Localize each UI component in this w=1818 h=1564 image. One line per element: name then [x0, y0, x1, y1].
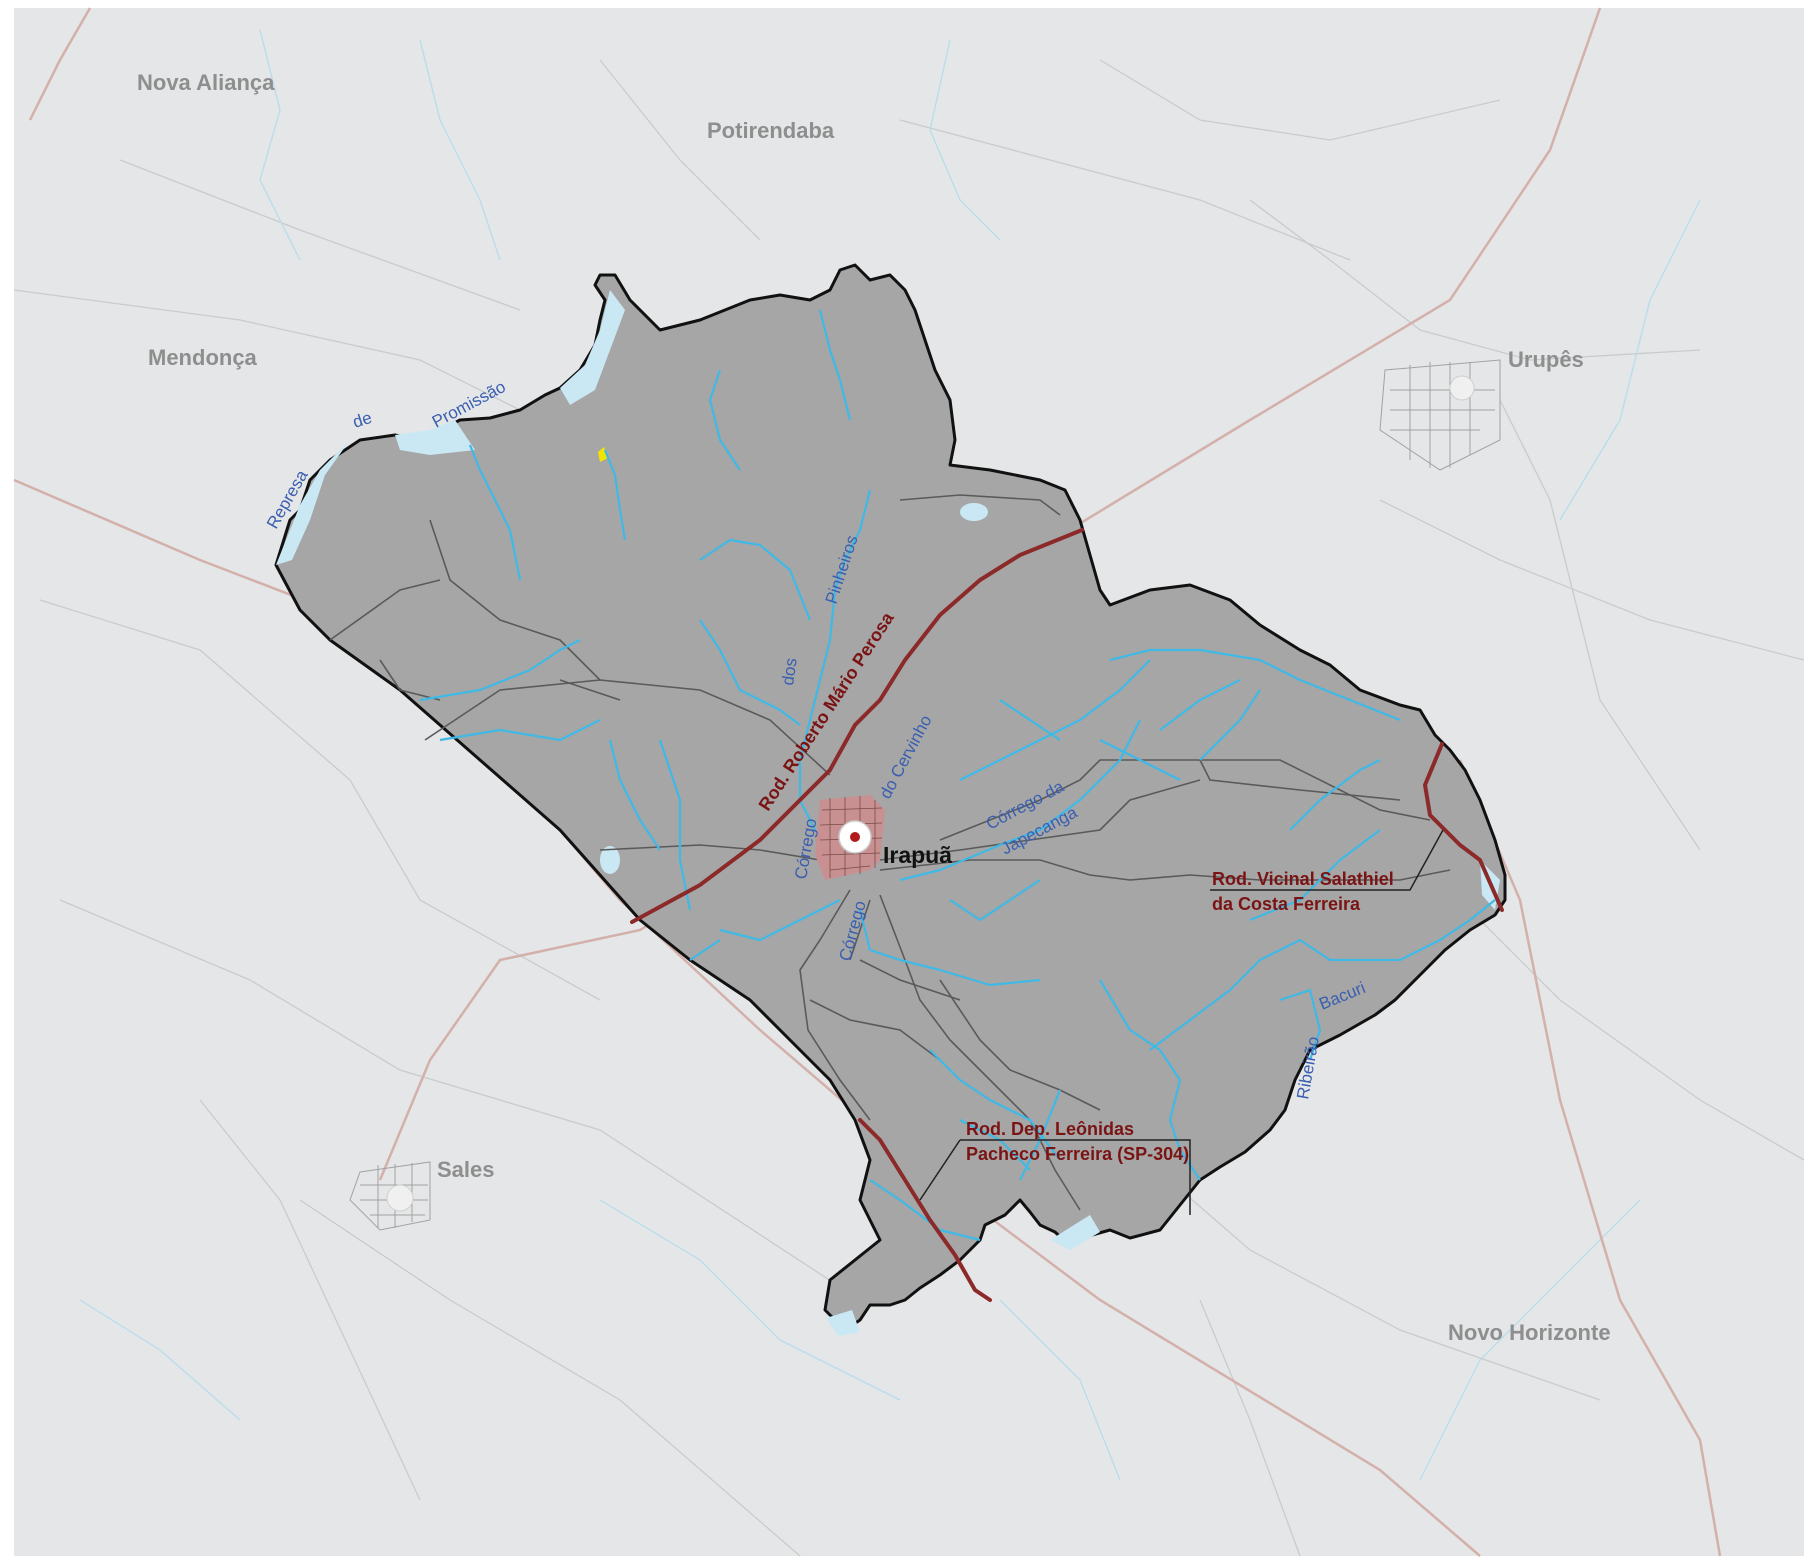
label-town-novo-horizonte: Novo Horizonte: [1448, 1320, 1611, 1345]
label-water-dos: dos: [778, 657, 801, 687]
label-town-nova-alianca: Nova Aliança: [137, 70, 275, 95]
label-road-leonidas-line1: Rod. Dep. Leônidas: [966, 1119, 1134, 1139]
highway-east: [1422, 742, 1504, 912]
label-town-potirendaba: Potirendaba: [707, 118, 835, 143]
urban-area-sales: [349, 1161, 431, 1231]
highways: [630, 528, 1504, 1302]
local-roads: [329, 494, 1451, 1211]
road-label-leaders: [919, 829, 1444, 1215]
urban-area-urupes: [1379, 359, 1501, 471]
label-road-leonidas-line2: Pacheco Ferreira (SP-304): [966, 1144, 1189, 1164]
label-city-irapua: Irapuã: [883, 842, 952, 868]
small-yellow-feature: [598, 447, 608, 462]
label-town-urupes: Urupês: [1508, 347, 1584, 372]
label-road-salathiel-line1: Rod. Vicinal Salathiel: [1212, 869, 1394, 889]
irapua-urban-area: [815, 795, 885, 880]
highway-sp-304: [858, 1118, 992, 1302]
reservoir-promissao: [276, 290, 1500, 1336]
label-water-de: de: [350, 408, 374, 432]
highway-rod-roberto-mario-perosa: [630, 528, 1084, 924]
rivers: [419, 309, 1496, 1242]
background-highways: [13, 7, 1722, 1557]
label-road-salathiel-line2: da Costa Ferreira: [1212, 894, 1361, 914]
label-town-sales: Sales: [437, 1157, 495, 1182]
background-rivers: [79, 29, 1701, 1481]
label-town-mendonca: Mendonça: [148, 345, 258, 370]
